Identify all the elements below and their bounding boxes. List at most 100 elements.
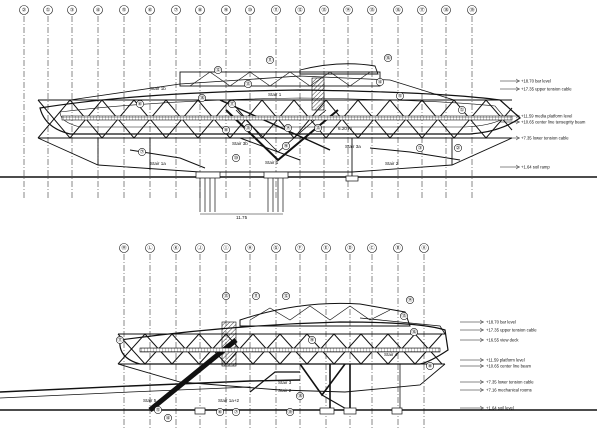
- grid-bubble-label: Ⓐ: [421, 245, 426, 252]
- grid-bubble: [295, 243, 305, 253]
- grid-bubble-label: Ⓓ: [347, 245, 352, 252]
- level-label: +7.35 lower tension cable: [521, 136, 569, 141]
- level-arrow: [515, 113, 520, 119]
- callout-bubble: [458, 106, 466, 114]
- grid-bubble: [271, 5, 281, 15]
- top-level-labels: +18.70 bar level +17.35 upper tension cab…: [500, 79, 586, 170]
- grid-bubble-label: Ⓒ: [369, 245, 374, 252]
- grid-bubble-label: Ⓙ: [197, 245, 202, 252]
- level-arrow: [479, 379, 484, 385]
- callout-bubble: [454, 144, 462, 152]
- top-hull: [39, 89, 521, 135]
- level-label: +16.55 view deck: [486, 338, 519, 343]
- callout-label: ①: [460, 107, 465, 113]
- grid-bubble: [393, 243, 403, 253]
- grid-bubble: [145, 243, 155, 253]
- callout-label: ⑤: [156, 407, 161, 413]
- grid-bubble-label: ①: [46, 8, 51, 14]
- bottom-platform: [139, 347, 441, 353]
- callout-label: ⑮: [315, 124, 320, 131]
- grid-bubble: [417, 5, 427, 15]
- callout-label: ⑮: [401, 312, 406, 319]
- grid-bubble-label: ⑲: [469, 7, 474, 14]
- callout-label: ⑱: [199, 94, 204, 101]
- level-arrow: [515, 119, 520, 125]
- callout-label: ⑲: [287, 408, 292, 415]
- grid-bubble-label: ②: [22, 8, 27, 14]
- callout-bubble: [308, 336, 316, 344]
- callout-bubble: [138, 148, 146, 156]
- callout-bubble: [222, 292, 230, 300]
- callout-label: ⑨: [310, 337, 315, 343]
- level-label: +1.64 soil level: [486, 406, 514, 411]
- callout-bubble: [222, 126, 230, 134]
- grid-bubble: [295, 5, 305, 15]
- grid-bubble-label: ⑭: [345, 7, 350, 14]
- level-arrow: [479, 357, 484, 363]
- callout-bubble: [406, 296, 414, 304]
- grid-bubble: [367, 5, 377, 15]
- callout-label: ⑯: [385, 54, 390, 61]
- bottom-ramp-2: [0, 386, 251, 399]
- grid-bubble-label: ⑱: [443, 7, 448, 14]
- grid-bubble-label: Ⓜ: [121, 245, 126, 252]
- level-arrow: [479, 319, 484, 325]
- callout-bubble: [244, 80, 252, 88]
- top-stair-ramp-2: [239, 137, 301, 161]
- callout-bubble: [198, 94, 206, 102]
- callout-bubble: [216, 408, 224, 416]
- level-arrow: [479, 387, 484, 393]
- callout-label: ⑪: [267, 56, 272, 63]
- level-label: +11.59 media platform level: [521, 114, 572, 119]
- level-label: +1.64 soil ramp: [521, 165, 550, 170]
- grid-bubble: [245, 5, 255, 15]
- callout-bubble: [252, 292, 260, 300]
- bottom-level-labels: +18.70 bar level+17.35 upper tension cab…: [460, 320, 537, 411]
- grid-bubble: [345, 243, 355, 253]
- level-label: +17.35 upper tension cable: [486, 328, 537, 333]
- level-arrow: [479, 363, 484, 369]
- grid-bubble: [321, 243, 331, 253]
- callout-bubble: [282, 292, 290, 300]
- callout-bubble: [396, 92, 404, 100]
- callout-bubble: [154, 406, 162, 414]
- level-arrow: [479, 337, 484, 343]
- bottom-ramp: [0, 379, 301, 393]
- callout-bubble: [164, 414, 172, 422]
- callout-label: ⑩: [234, 155, 239, 161]
- grid-bubble: [119, 243, 129, 253]
- bottom-stair-label: Stair 3: [278, 380, 292, 385]
- grid-bubble-label: Ⓘ: [223, 245, 228, 252]
- callout-bubble: [426, 362, 434, 370]
- top-stair-label: Stair 1b: [150, 86, 166, 91]
- level-label: +17.35 upper tension cable: [521, 87, 572, 92]
- callout-bubble: [244, 124, 252, 132]
- grid-bubble: [441, 5, 451, 15]
- grid-bubble-label: ⑦: [174, 8, 179, 14]
- level-label: +18.70 bar level: [521, 79, 551, 84]
- grid-bubble: [367, 243, 377, 253]
- level-label: +10.65 center line tensegrity beam: [521, 120, 586, 125]
- grid-bubble: [171, 243, 181, 253]
- callout-bubble: [282, 142, 290, 150]
- top-stair-ramp: [219, 99, 331, 151]
- callout-bubble: [116, 336, 124, 344]
- grid-bubble-label: ⑥: [148, 8, 153, 14]
- level-arrow: [479, 327, 484, 333]
- callout-label: ②: [456, 145, 461, 151]
- callout-label: ⑬: [245, 80, 250, 87]
- callout-label: ③: [418, 145, 423, 151]
- bottom-grid-lines: [123, 254, 425, 430]
- callout-label: ⑭: [407, 296, 412, 303]
- callout-label: ④: [378, 79, 383, 85]
- bottom-upper-deck: [239, 302, 446, 335]
- grid-bubble-label: ④: [96, 8, 101, 14]
- top-platform: [61, 115, 513, 121]
- grid-bubble: [195, 243, 205, 253]
- top-stair-1-hatch: [311, 77, 325, 111]
- level-label: +7.16 mechanical rooms: [486, 388, 532, 393]
- grid-bubble: [67, 5, 77, 15]
- level-arrow: [515, 135, 520, 141]
